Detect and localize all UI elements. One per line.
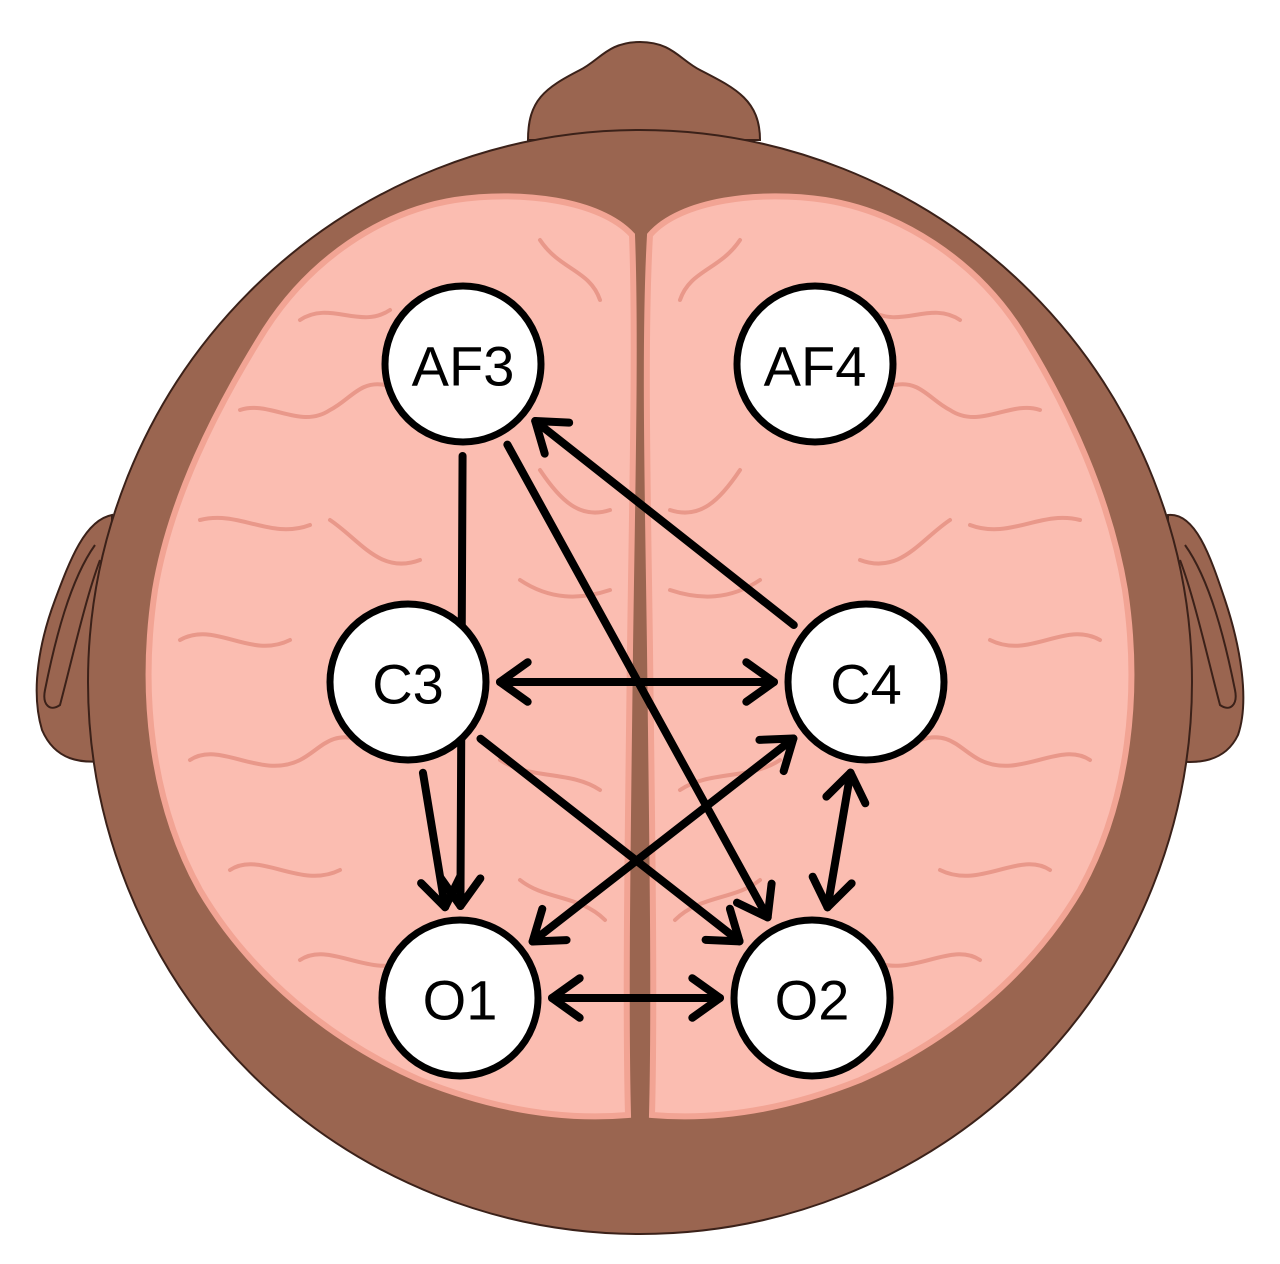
electrode-circle xyxy=(326,600,490,764)
connections xyxy=(417,416,870,1022)
connection-c3-o2-arrowhead-end xyxy=(701,904,744,946)
right-ear-inner xyxy=(1179,544,1237,709)
electrode-circle xyxy=(381,282,545,446)
connection-o1-c4 xyxy=(528,734,798,946)
electrode-o2: O2 xyxy=(730,916,894,1080)
connection-c3-c4-arrowhead-start xyxy=(496,658,532,706)
electrode-af3: AF3 xyxy=(381,282,545,446)
electrode-label: C3 xyxy=(372,653,444,716)
connection-c3-o2 xyxy=(476,734,744,946)
connection-c3-c4-arrowhead-end xyxy=(742,658,778,706)
connection-c3-o1-arrowhead-end xyxy=(417,872,465,912)
nose xyxy=(526,40,762,141)
electrode-o1: O1 xyxy=(378,916,542,1080)
left-ear-inner xyxy=(43,544,101,709)
electrode-circle xyxy=(730,916,894,1080)
electrode-af4: AF4 xyxy=(733,282,897,446)
electrode-label: O2 xyxy=(775,969,850,1032)
electrode-label: AF4 xyxy=(764,335,867,398)
connection-c4-o2 xyxy=(823,768,855,912)
electrode-label: AF3 xyxy=(412,335,515,398)
electrode-label: O1 xyxy=(423,969,498,1032)
electrode-circle xyxy=(378,916,542,1080)
connection-c4-af3 xyxy=(531,416,798,630)
connection-o1-o2-arrowhead-start xyxy=(548,974,584,1022)
electrode-circle xyxy=(784,600,948,764)
connection-o1-c4-arrowhead-start xyxy=(528,904,571,946)
electrode-c3: C3 xyxy=(326,600,490,764)
electrode-c4: C4 xyxy=(784,600,948,764)
connection-o1-o2-arrowhead-end xyxy=(688,974,724,1022)
electrode-circle xyxy=(733,282,897,446)
electrode-label: C4 xyxy=(830,653,902,716)
connection-c4-o2-arrowhead-end xyxy=(808,872,856,912)
connection-af3-o2-arrowhead-end xyxy=(732,879,776,922)
connection-c4-o2-arrowhead-start xyxy=(822,768,870,808)
connection-c3-o1 xyxy=(418,768,450,912)
connection-c4-af3-arrowhead-end xyxy=(531,416,574,458)
connection-af3-o1-arrowhead-end xyxy=(436,874,485,911)
connection-o1-c4-arrowhead-end xyxy=(755,734,798,776)
